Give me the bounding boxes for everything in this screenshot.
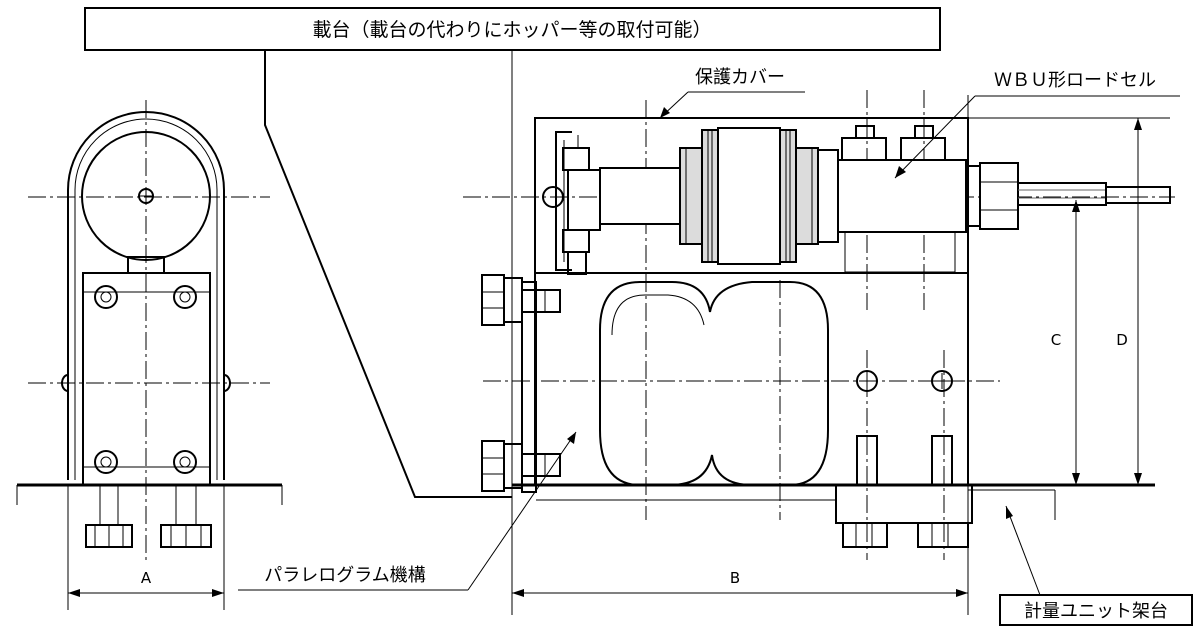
loadcell-label: ＷＢＵ形ロードセル <box>994 70 1156 91</box>
end-view: A <box>16 100 283 610</box>
dimension-b: B <box>730 569 740 587</box>
left-coupling <box>542 135 601 275</box>
parallelogram-label-group: パラレログラム機構 <box>238 431 577 591</box>
dimension-a: A <box>141 569 152 587</box>
side-view: C D B <box>463 50 1175 615</box>
frame-label: 計量ユニット架台 <box>1024 601 1168 622</box>
dimension-d: D <box>1116 331 1128 349</box>
dimension-c: C <box>1051 331 1061 349</box>
loadcell-label-group: ＷＢＵ形ロードセル <box>894 70 1180 179</box>
end-view-bottom-bolts <box>85 485 212 548</box>
frame-label-group: 計量ユニット架台 <box>999 505 1193 626</box>
top-callout: 載台（載台の代わりにホッパー等の取付可能） <box>84 7 941 498</box>
block-bolt-holes <box>94 285 197 474</box>
bottom-studs <box>835 435 1056 548</box>
cover-label: 保護カバー <box>695 67 785 88</box>
parallelogram-label: パラレログラム機構 <box>264 565 425 586</box>
left-mount-bolts <box>481 274 561 492</box>
screw-heads <box>856 370 953 392</box>
load-cell-body <box>599 127 1171 273</box>
top-callout-text: 載台（載台の代わりにホッパー等の取付可能） <box>312 19 711 41</box>
cover-label-group: 保護カバー <box>659 67 805 119</box>
top-bolts <box>841 125 946 161</box>
